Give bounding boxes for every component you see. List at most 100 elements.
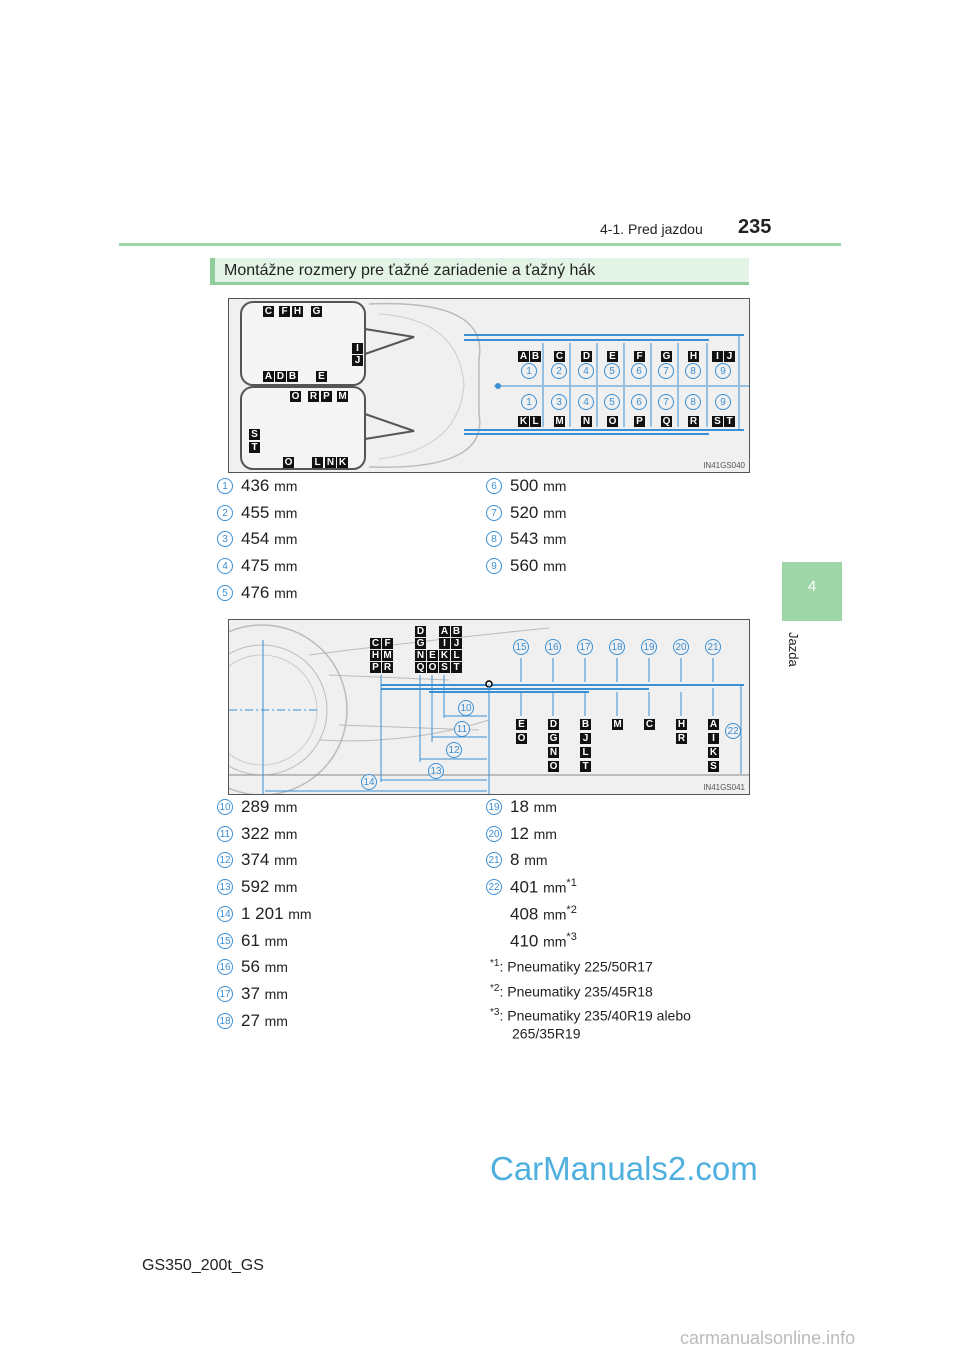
dimension-number: 9 (715, 363, 731, 379)
dimension-number: 22 (725, 723, 741, 739)
dimension-value: 543 mm (510, 529, 567, 549)
dimension-number: 9 (715, 394, 731, 410)
watermark: CarManuals2.com (490, 1150, 758, 1187)
part-label: S (439, 662, 450, 673)
dimension-value: 1 201 mm (241, 903, 312, 923)
footnote: *2: Pneumatiky 235/45R18 (490, 983, 653, 1000)
footnote: 265/35R19 (512, 1025, 581, 1042)
dimension-number: 17 (217, 985, 233, 1002)
dimension-value: 560 mm (510, 556, 567, 576)
dimension-number: 19 (641, 639, 657, 655)
part-label: J (580, 733, 591, 744)
footnote: *1: Pneumatiky 225/50R17 (490, 958, 653, 975)
part-label: O (290, 391, 301, 402)
part-label: I (352, 343, 363, 354)
dimension-number: 11 (454, 721, 470, 737)
part-label: N (415, 650, 426, 661)
part-label: B (580, 719, 591, 730)
part-label: H (688, 351, 699, 362)
dimension-value: 289 mm (241, 797, 298, 816)
footnote: *3: Pneumatiky 235/40R19 alebo (490, 1007, 691, 1024)
dimension-number: 7 (658, 363, 674, 379)
dimension-number: 7 (658, 394, 674, 410)
part-label: J (451, 638, 462, 649)
part-label: T (451, 662, 462, 673)
part-label: E (427, 650, 438, 661)
dimension-number: 11 (217, 825, 233, 842)
part-label: O (427, 662, 438, 673)
part-label: B (287, 371, 298, 382)
part-label: S (708, 761, 719, 772)
dimension-number: 13 (428, 763, 444, 779)
dimension-number: 17 (577, 639, 593, 655)
part-label: G (311, 306, 322, 317)
part-label: S (712, 416, 723, 427)
part-label: C (263, 306, 274, 317)
dimension-number: 21 (486, 852, 502, 869)
part-label: G (548, 733, 559, 744)
part-label: B (530, 351, 541, 362)
dimension-number: 2 (551, 363, 567, 379)
part-label: I (712, 351, 723, 362)
dimension-value: 410 mm*3 (510, 930, 577, 951)
part-label: R (676, 733, 687, 744)
part-label: I (708, 733, 719, 744)
dimension-value: 8 mm (510, 850, 548, 870)
dimension-number: 6 (631, 394, 647, 410)
car-side-view-drawing (229, 624, 749, 794)
dimension-number: 5 (217, 584, 233, 601)
part-label: T (724, 416, 735, 427)
part-label: S (249, 429, 260, 440)
dimension-number: 3 (551, 394, 567, 410)
part-label: M (612, 719, 623, 730)
dimension-number: 19 (486, 799, 502, 815)
part-label: N (581, 416, 592, 427)
part-label: L (312, 457, 323, 468)
dimension-value: 37 mm (241, 983, 288, 1003)
part-label: K (518, 416, 529, 427)
figure-code: IN41GS040 (703, 461, 745, 470)
part-label: L (451, 650, 462, 661)
part-label: G (415, 638, 426, 649)
dimension-number: 8 (685, 363, 701, 379)
part-label: T (249, 442, 260, 453)
part-label: C (554, 351, 565, 362)
dimension-value: 454 mm (241, 529, 298, 549)
dimension-number: 15 (513, 639, 529, 655)
part-label: O (516, 733, 527, 744)
part-label: K (439, 650, 450, 661)
watermark-site: carmanualsonline.info (680, 1328, 856, 1348)
part-label: K (708, 747, 719, 758)
dimension-value: 56 mm (241, 957, 288, 977)
part-label: R (382, 662, 393, 673)
part-label: E (316, 371, 327, 382)
dimension-number: 21 (705, 639, 721, 655)
part-label: F (634, 351, 645, 362)
dimension-number: 1 (521, 363, 537, 379)
dimension-value: 475 mm (241, 556, 298, 576)
dimension-value: 401 mm*1 (510, 877, 577, 897)
part-label: J (724, 351, 735, 362)
section-title: 4-1. Pred jazdou (600, 221, 703, 237)
part-label: H (292, 306, 303, 317)
dimension-number: 12 (217, 852, 233, 869)
part-label: D (415, 626, 426, 637)
dimension-value: 500 mm (510, 476, 567, 495)
dimension-number: 1 (521, 394, 537, 410)
chapter-tab[interactable]: 4 (782, 562, 842, 621)
dimension-number: 7 (486, 504, 502, 521)
dimension-number: 5 (604, 363, 620, 379)
part-label: F (382, 638, 393, 649)
part-label: D (275, 371, 286, 382)
part-label: P (321, 391, 332, 402)
dimension-number: 20 (673, 639, 689, 655)
dimension-number: 6 (631, 363, 647, 379)
dimension-number: 10 (217, 799, 233, 815)
dimension-number: 10 (458, 700, 474, 716)
dimension-number: 18 (609, 639, 625, 655)
dimension-number: 1 (217, 478, 233, 494)
part-label: N (548, 747, 559, 758)
